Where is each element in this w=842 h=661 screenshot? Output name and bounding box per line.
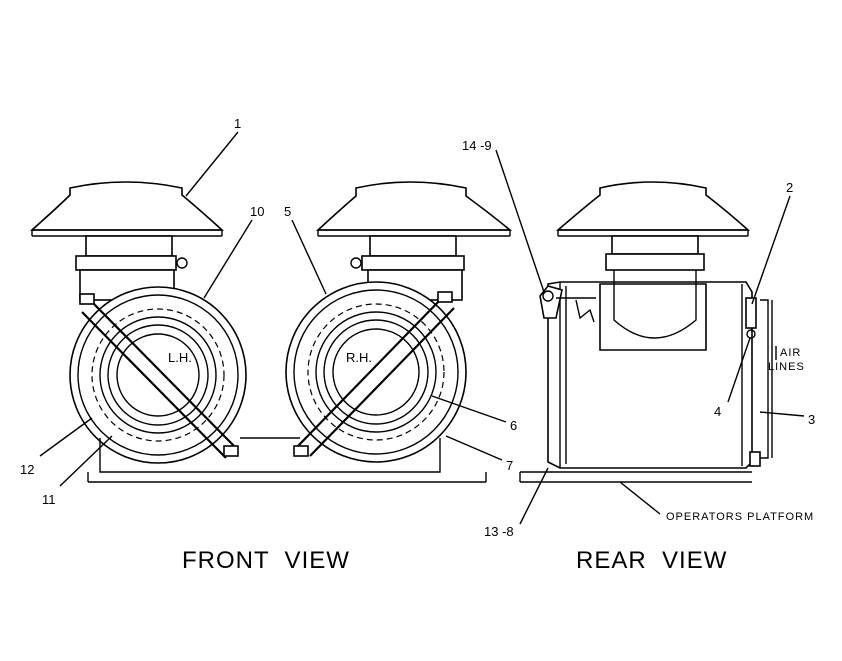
left-clamp-band <box>75 255 177 271</box>
rear-clamp-band <box>605 253 705 271</box>
callout-3: 3 <box>808 412 815 427</box>
left-air-cleaner: L.H. <box>29 181 247 464</box>
left-outer-housing <box>69 286 247 464</box>
rear-air-cleaner <box>539 181 773 469</box>
callout-7: 7 <box>506 458 513 473</box>
front-view-title: FRONT VIEW <box>182 547 350 574</box>
air-label: AIR <box>780 347 801 359</box>
callout-12: 12 <box>20 462 34 477</box>
right-side-label: R.H. <box>346 350 372 365</box>
callout-2: 2 <box>786 180 793 195</box>
callout-11: 11 <box>42 492 56 507</box>
left-side-label: L.H. <box>168 350 192 365</box>
callout-14-9: 14 -9 <box>462 138 492 153</box>
callout-13-8: 13 -8 <box>484 524 514 539</box>
right-stack <box>369 235 457 257</box>
rear-view-platform <box>519 471 752 483</box>
rear-stack <box>611 235 699 255</box>
callout-1: 1 <box>234 116 241 131</box>
rear-view-title: REAR VIEW <box>576 547 727 574</box>
left-mounting-strap <box>79 293 239 459</box>
right-outer-housing <box>285 281 467 463</box>
front-view-base <box>87 437 487 483</box>
right-mounting-strap <box>293 291 455 457</box>
callout-4: 4 <box>714 404 721 419</box>
rear-inlet-elbow <box>599 283 707 351</box>
rear-rain-cap <box>555 181 751 231</box>
left-stack <box>85 235 173 257</box>
left-rain-cap <box>29 181 225 231</box>
callout-5: 5 <box>284 204 291 219</box>
leader-lines <box>39 131 805 525</box>
right-clamp-band <box>361 255 465 271</box>
operators-platform-label: OPERATORS PLATFORM <box>666 511 814 523</box>
lines-label: LINES <box>768 361 805 373</box>
right-air-cleaner: R.H. <box>285 181 513 463</box>
callout-6: 6 <box>510 418 517 433</box>
callout-10: 10 <box>250 204 264 219</box>
right-rain-cap <box>315 181 513 231</box>
